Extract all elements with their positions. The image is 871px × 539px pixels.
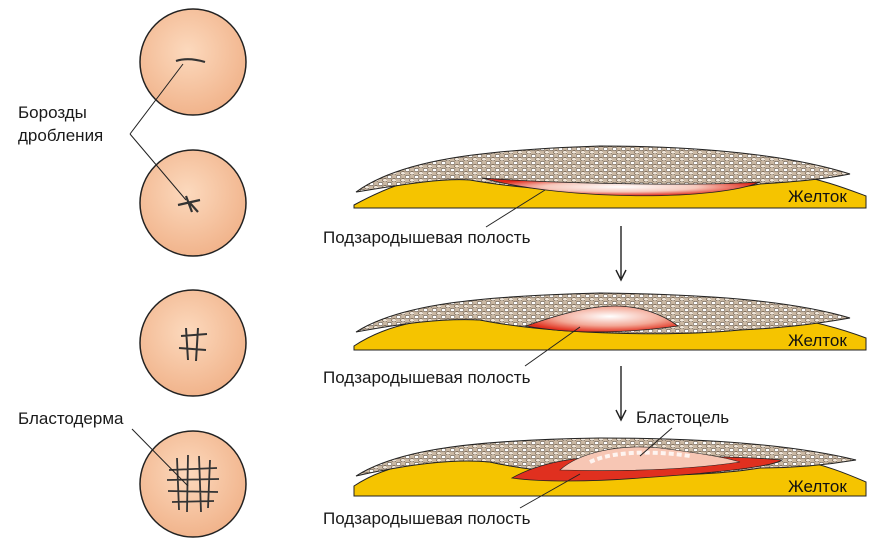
furrows-label-line1: Борозды — [18, 103, 87, 122]
egg-stage-3 — [140, 290, 246, 396]
yolk-label-1: Желток — [788, 187, 847, 206]
arrow-1 — [616, 226, 626, 280]
blastoderm-label: Бластодерма — [18, 409, 124, 428]
egg-stage-4 — [140, 431, 246, 537]
subgerminal-label-2: Подзародышевая полость — [323, 368, 531, 387]
subgerminal-label-1: Подзародышевая полость — [323, 228, 531, 247]
blastocoel-label: Бластоцель — [636, 408, 729, 427]
yolk-label-3: Желток — [788, 477, 847, 496]
arrow-2 — [616, 366, 626, 420]
egg-stage-2 — [140, 150, 246, 256]
yolk-label-2: Желток — [788, 331, 847, 350]
subgerminal-label-3: Подзародышевая полость — [323, 509, 531, 528]
furrows-label-line2: дробления — [18, 126, 103, 145]
